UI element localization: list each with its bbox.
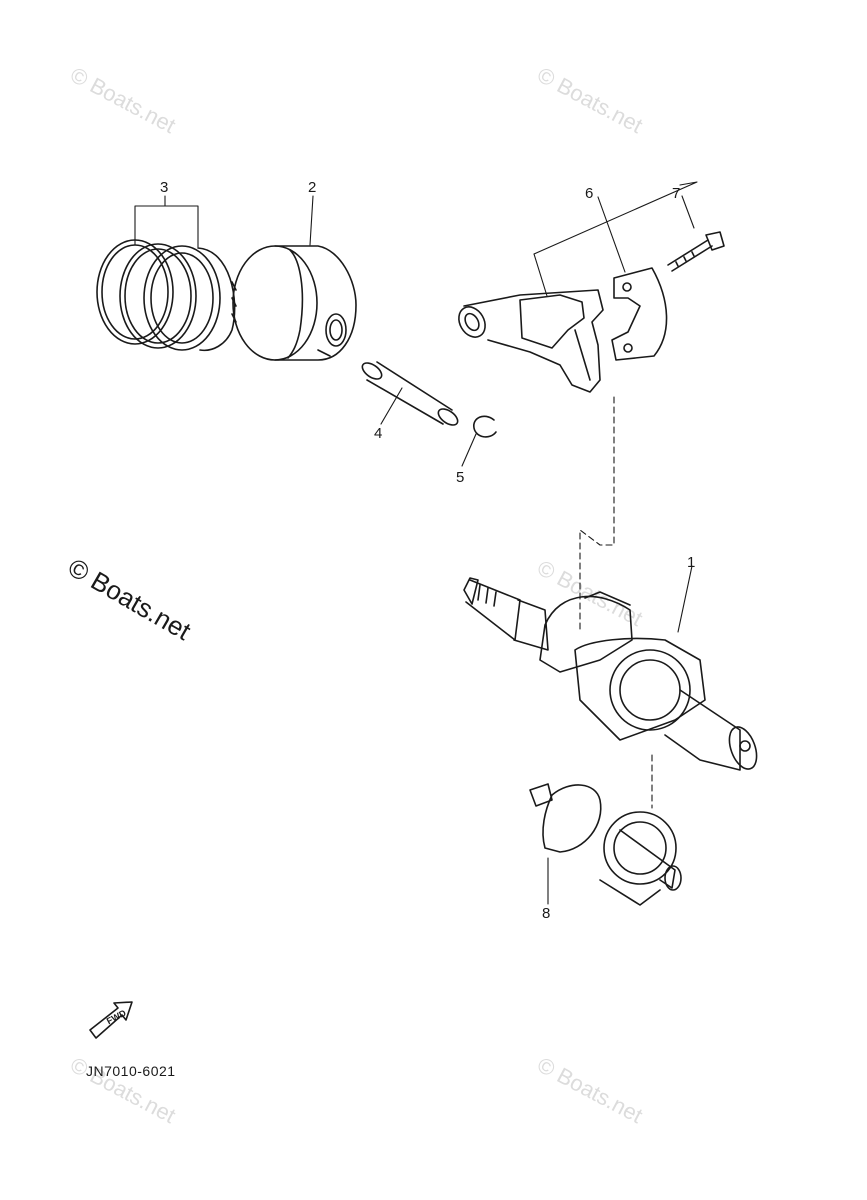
crankshaft — [463, 577, 758, 771]
connecting-rod-cap — [611, 267, 668, 361]
diagram-code: JN7010-6021 — [86, 1063, 176, 1079]
callout-5: 5 — [456, 469, 465, 486]
callout-8: 8 — [542, 905, 551, 922]
connecting-rod — [458, 289, 604, 393]
callout-7: 7 — [672, 185, 681, 202]
callout-leaders — [134, 181, 698, 905]
piston-pin-clip — [473, 415, 497, 438]
callout-4: 4 — [374, 425, 383, 442]
callout-1: 1 — [687, 554, 696, 571]
piston — [231, 245, 357, 361]
callout-6: 6 — [585, 185, 594, 202]
rod-bolt — [667, 231, 725, 272]
callout-2: 2 — [308, 179, 317, 196]
balancer-shaft — [529, 783, 682, 906]
forward-arrow-icon — [89, 1001, 133, 1039]
callout-3: 3 — [160, 179, 169, 196]
piston-rings — [96, 239, 236, 352]
piston-pin — [361, 361, 459, 426]
